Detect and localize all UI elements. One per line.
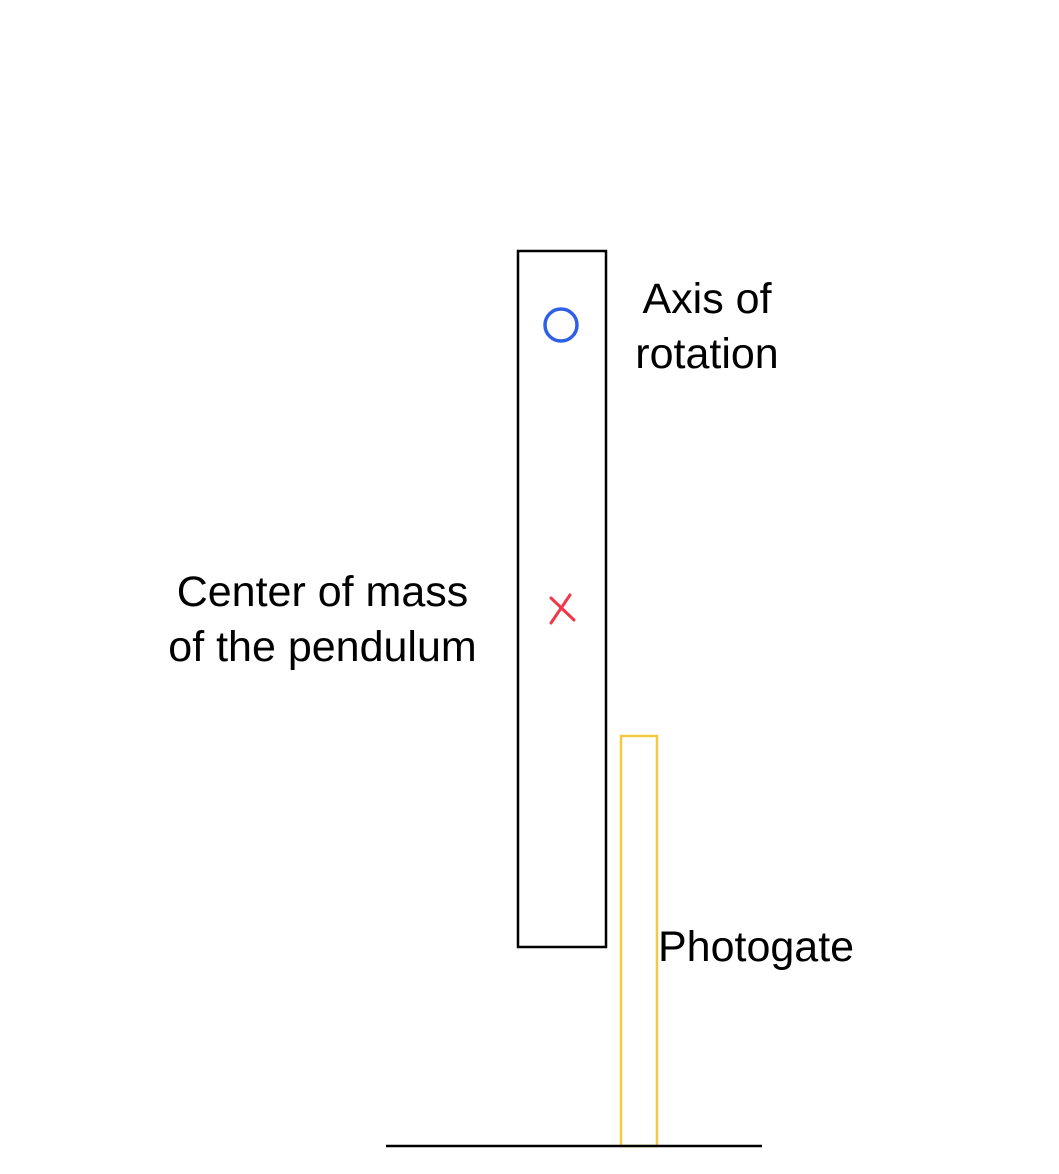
axis-of-rotation-label-line-2: rotation	[635, 330, 779, 378]
axis-of-rotation-label-line-1: Axis of	[642, 275, 772, 323]
photogate-label: Photogate	[658, 923, 855, 971]
axis-of-rotation-label: Axis of rotation	[626, 272, 788, 382]
pendulum-bar	[516, 249, 608, 949]
center-of-mass-label: Center of mass of the pendulum	[150, 565, 495, 675]
center-of-mass-label-line-2: of the pendulum	[168, 623, 477, 671]
center-of-mass-icon	[549, 593, 576, 625]
center-of-mass-label-line-1: Center of mass	[176, 568, 469, 616]
photogate	[619, 734, 659, 1148]
axis-of-rotation-icon	[543, 307, 579, 343]
